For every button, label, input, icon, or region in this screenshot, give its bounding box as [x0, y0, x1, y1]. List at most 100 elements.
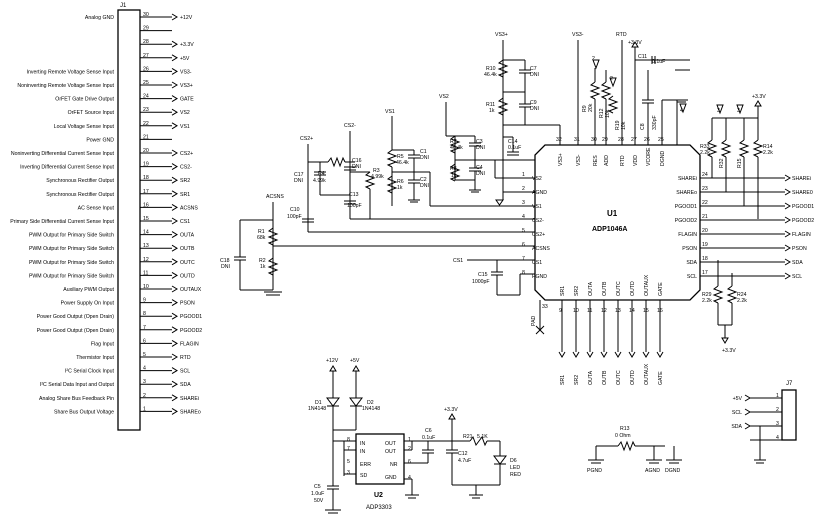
r1-ref: R1 [258, 229, 265, 235]
c11-val: 0.1uF [652, 59, 665, 65]
r5-val: 46.4k [396, 160, 409, 166]
u2-num-2: 2 [408, 446, 411, 452]
net-label-p5: +5V [350, 358, 360, 364]
j1-pin-num: 16 [143, 202, 149, 208]
u1-right-net: PGOOD2 [792, 218, 814, 224]
net-label-vs3p: VS3+ [495, 32, 508, 38]
j1-pin-num: 1 [143, 406, 146, 412]
u1-bottom-net: GATE [658, 371, 664, 385]
u1-right-pin-name: SDA [686, 260, 697, 266]
u1-left-pin-name: PGND [532, 274, 547, 280]
j1-net-label: +12V [180, 15, 193, 21]
j1-net-label: FLAGIN [180, 341, 199, 347]
u2-pin-in2: IN [360, 449, 365, 455]
c17-ref: C17 [294, 172, 304, 178]
j1-pin-num: 13 [143, 243, 149, 249]
u1-left-pin-num: 8 [522, 270, 525, 276]
j1-pin-num: 20 [143, 148, 149, 154]
j1-net-arrow [171, 122, 178, 130]
r6-ref: R6 [397, 179, 404, 185]
j1-net-label: GATE [180, 97, 194, 103]
j7-pin-num: 1 [776, 393, 779, 399]
j1-pin-num: 11 [143, 270, 148, 276]
j7-net-arrow [744, 408, 751, 416]
r6-val: 1k [397, 185, 403, 191]
u1-bottom-net: OUTD [630, 370, 636, 385]
j1-net-label: ACSNS [180, 205, 198, 211]
u1-right-pin-num: 24 [702, 172, 708, 178]
j1-pin-num: 6 [143, 338, 146, 344]
u1-left-pin-name: VS1 [532, 204, 542, 210]
r2-ref: R2 [259, 258, 266, 264]
u1-top-pin-num: 31 [574, 137, 580, 143]
c12-ref: C12 [458, 451, 468, 457]
u2-pin-gnd: GND [385, 475, 397, 481]
j1-pin-num: 2 [143, 393, 146, 399]
u1-right-pin-name: SCL [687, 274, 697, 280]
u1-top-pin-name: VCORE [646, 147, 652, 166]
u1-right-pin-name: PGOOD2 [675, 218, 697, 224]
u1-bottom-net: OUTA [588, 370, 594, 385]
j1-net-label: OUTA [180, 233, 195, 239]
r12-val: 10k [605, 109, 611, 118]
j1-title: J1 [120, 3, 127, 9]
ic-u1: U1 ADP1046A 1VS22AGND3VS14CS2-5CS2+6ACSN… [522, 137, 814, 385]
u1-top-pin-num: 30 [591, 137, 597, 143]
c18-ref: C18 [220, 258, 230, 264]
j1-pin-desc: PWM Output for Primary Side Switch [29, 246, 114, 252]
c10-val: 100pF [287, 214, 302, 220]
j1-net-arrow [171, 108, 178, 116]
u1-right-arrow [784, 202, 791, 210]
r7-ref: R7 [450, 139, 457, 145]
r21-ref: R21 [463, 434, 473, 440]
r32-ref: R32 [719, 158, 725, 168]
ground-tie: R13 0 Ohm PGND AGND DGND [587, 426, 682, 474]
r29-val: 2.2k [702, 298, 712, 304]
r3-val: 4.99k [371, 174, 384, 180]
r10-val: 46.4k [484, 72, 497, 78]
j1-pin-desc: Inverting Remote Voltage Sense Input [27, 69, 115, 75]
j1-pin-desc: Synchronous Rectifier Output [46, 192, 114, 198]
j1-pin-num: 5 [143, 352, 146, 358]
c16-val: DNI [352, 164, 361, 170]
d1-val: 1N4148 [308, 406, 326, 412]
net-label-vs1: VS1 [385, 109, 395, 115]
c4-val: DNI [476, 171, 485, 177]
j1-net-label: OUTAUX [180, 287, 202, 293]
c10-ref: C10 [290, 207, 300, 213]
j1-pin-num: 22 [143, 121, 149, 127]
c1-ref: C1 [420, 149, 427, 155]
u1-bottom-net: OUTC [616, 370, 622, 385]
d6-col: RED [510, 472, 521, 478]
r3-ref: R3 [373, 168, 380, 174]
c8-ref: C8 [640, 123, 646, 130]
u1-top-pin-num: 25 [658, 137, 664, 143]
r13-val: 0 Ohm [615, 433, 631, 439]
j1-net-label: +5V [180, 56, 190, 62]
net-label-agnd: AGND [645, 468, 660, 474]
j1-net-arrow [171, 40, 178, 48]
j1-net-arrow [171, 326, 178, 334]
tag-2b: 2 [610, 76, 613, 82]
j1-pin-num: 19 [143, 162, 149, 168]
c8-val: 330pF [652, 115, 658, 130]
j1-pin-num: 29 [143, 26, 149, 32]
r24-val: 2.2k [737, 298, 747, 304]
j1-net-label: VS3- [180, 69, 192, 75]
j7-net-label: SDA [731, 424, 742, 430]
r8-ref: R8 [450, 166, 457, 172]
u2-pin-err: ERR [360, 462, 371, 468]
c9-val: DNI [530, 106, 539, 112]
u1-top-pin-num: 27 [631, 137, 637, 143]
top-right-network: RTD +3.3V C11 0.1uF 2 R9 20k R12 10k R19… [582, 32, 690, 145]
u1-right-pin-name: FLAGIN [678, 232, 697, 238]
net-label-p12: +12V [326, 358, 339, 364]
j7-net-label: +5V [733, 396, 743, 402]
r8-val: 1k [451, 173, 457, 179]
j1-pin-desc: I²C Serial Clock Input [65, 369, 115, 375]
j1-net-arrow [171, 163, 178, 171]
j1-pin-num: 14 [143, 230, 149, 236]
j1-net-label: SCL [180, 369, 190, 375]
u1-left-pin-name: CS2+ [532, 232, 545, 238]
r19-ref: R19 [615, 120, 621, 130]
